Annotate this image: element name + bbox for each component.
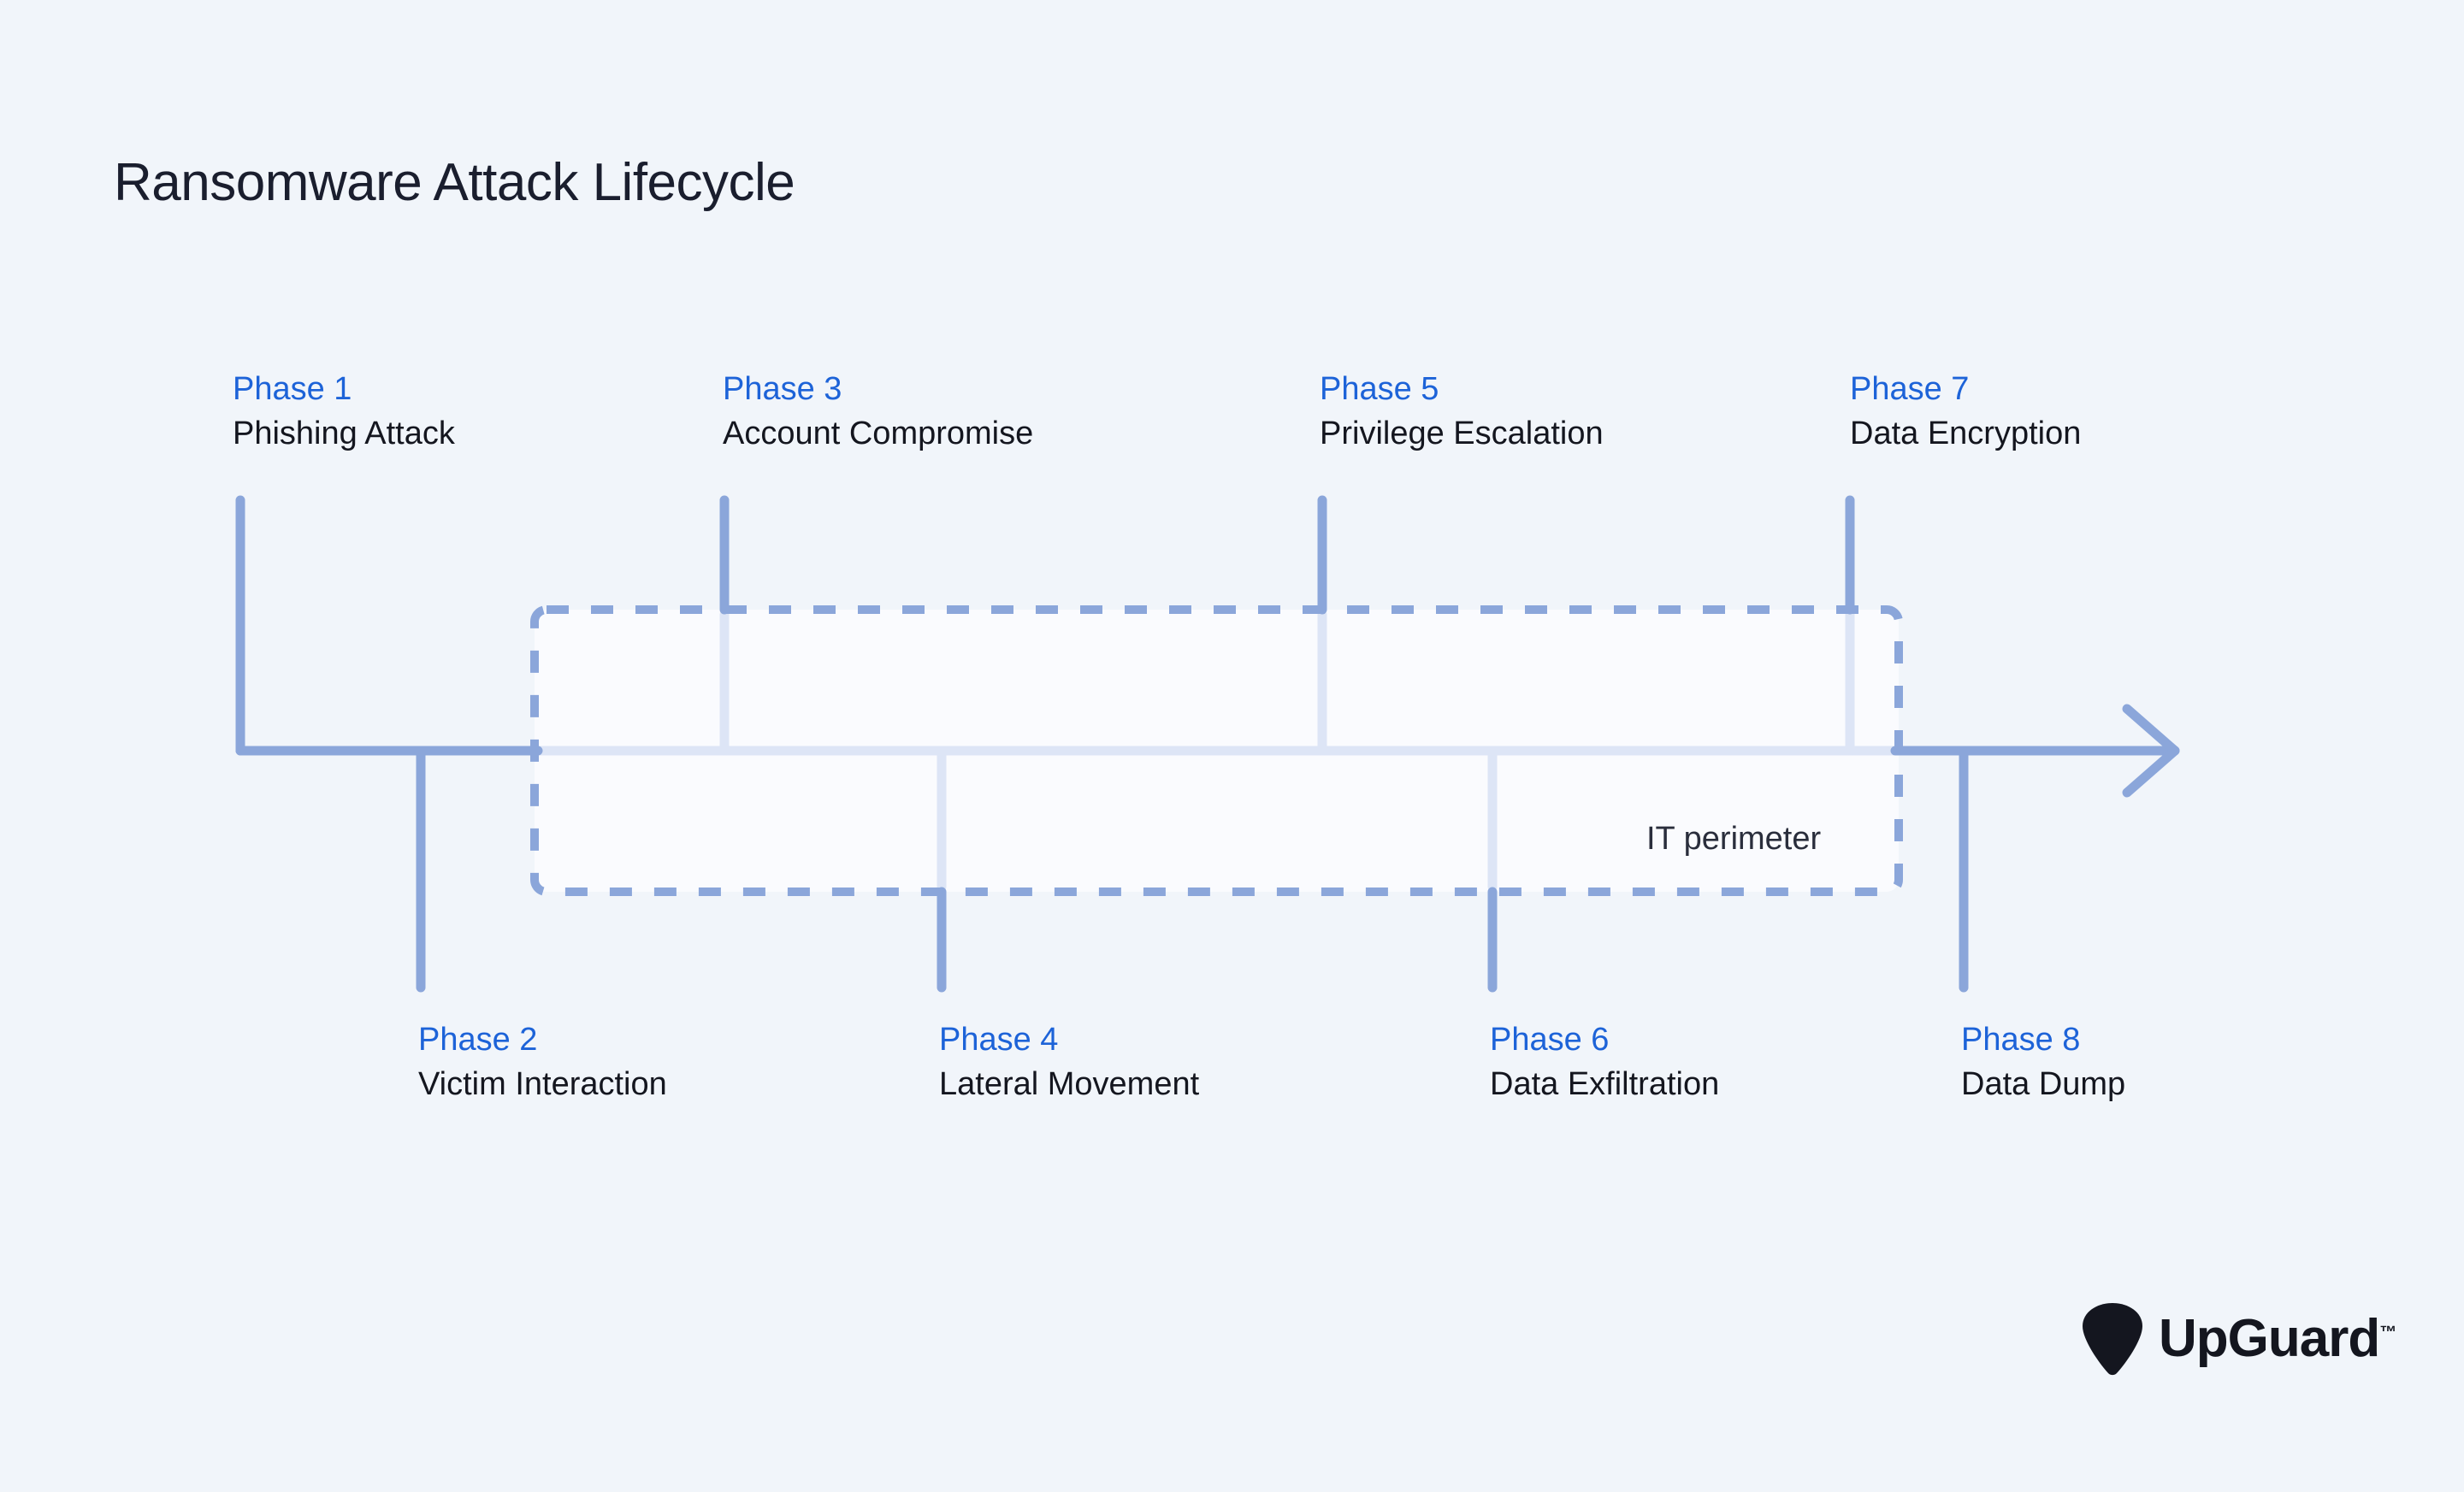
phase-number-8: Phase 8 [1961,1022,2081,1058]
phase-name-5: Privilege Escalation [1320,415,1604,451]
trademark-symbol: ™ [2379,1323,2397,1342]
upguard-pick-icon [2083,1303,2142,1376]
phase-label-3: Phase 3 Account Compromise [723,369,1033,455]
it-perimeter-label: IT perimeter [1646,821,1822,857]
phase-label-6: Phase 6 Data Exfiltration [1490,1020,1719,1106]
faded-lines-inside-perimeter [535,610,1899,892]
phase-label-7: Phase 7 Data Encryption [1850,369,2081,455]
phase-name-6: Data Exfiltration [1490,1065,1720,1102]
phase-label-5: Phase 5 Privilege Escalation [1320,369,1604,455]
upguard-logo: UpGuard™ [2082,1301,2396,1377]
phase-name-3: Account Compromise [723,415,1034,451]
timeline-arrowhead [2122,704,2180,798]
upguard-wordmark: UpGuard™ [2159,1312,2396,1365]
phase-name-1: Phishing Attack [233,415,455,451]
phase-stems [235,495,1969,993]
phase-name-4: Lateral Movement [939,1065,1200,1102]
phase-number-7: Phase 7 [1850,371,1970,407]
upguard-wordmark-text: UpGuard [2159,1309,2380,1368]
phase-name-7: Data Encryption [1850,415,2082,451]
phase-number-1: Phase 1 [233,371,352,407]
phase-number-2: Phase 2 [418,1022,538,1058]
phase-label-8: Phase 8 Data Dump [1961,1020,2125,1106]
page-title: Ransomware Attack Lifecycle [114,152,795,212]
phase-name-8: Data Dump [1961,1065,2126,1102]
phase-label-2: Phase 2 Victim Interaction [418,1020,667,1106]
phase-number-6: Phase 6 [1490,1022,1610,1058]
phase-label-4: Phase 4 Lateral Movement [939,1020,1199,1106]
phase-number-3: Phase 3 [723,371,842,407]
phase-number-5: Phase 5 [1320,371,1439,407]
it-perimeter-boundary [530,605,1903,896]
phase-name-2: Victim Interaction [418,1065,667,1102]
phase-label-1: Phase 1 Phishing Attack [233,369,455,455]
phase-number-4: Phase 4 [939,1022,1059,1058]
